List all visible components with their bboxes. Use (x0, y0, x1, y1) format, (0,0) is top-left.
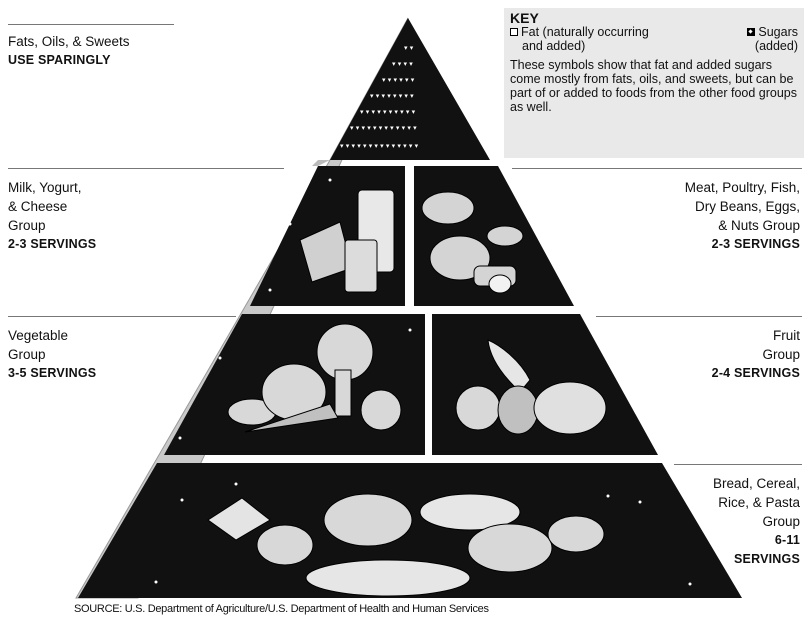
fats-servings: USE SPARINGLY (8, 53, 111, 67)
rule-fats (8, 24, 174, 25)
rule-milk (8, 168, 284, 169)
svg-text:▾ ▾ ▾ ▾ ▾ ▾ ▾ ▾: ▾ ▾ ▾ ▾ ▾ ▾ ▾ ▾ (370, 92, 414, 100)
svg-text:▾ ▾ ▾ ▾ ▾ ▾ ▾ ▾ ▾ ▾ ▾ ▾: ▾ ▾ ▾ ▾ ▾ ▾ ▾ ▾ ▾ ▾ ▾ ▾ (350, 124, 417, 132)
vegetable-servings: 3-5 SERVINGS (8, 366, 97, 380)
vegetable-line2: Group (8, 347, 46, 362)
label-fats: Fats, Oils, & Sweets USE SPARINGLY (8, 32, 130, 70)
milk-line2: & Cheese (8, 199, 68, 214)
fat-sugar-symbols: ▾ ▾ ▾ ▾ ▾ ▾ ▾ ▾ ▾ ▾ ▾ ▾ ▾ ▾ ▾ ▾ ▾ ▾ ▾ ▾ … (340, 44, 419, 150)
rule-fruit (596, 316, 802, 317)
key-fat-entry: Fat (naturally occurring and added) (510, 25, 649, 53)
label-vegetable: Vegetable Group 3-5 SERVINGS (8, 326, 96, 383)
bread-servings-count: 6-11 (774, 533, 800, 547)
bread-foods (207, 493, 605, 597)
tier-fruit (432, 314, 658, 455)
fruit-servings: 2-4 SERVINGS (711, 366, 800, 380)
fruit-line2: Group (762, 347, 800, 362)
milk-foods (299, 189, 395, 293)
key-fat-label: Fat (naturally occurring (521, 25, 649, 39)
svg-text:▾ ▾ ▾ ▾ ▾ ▾ ▾ ▾ ▾ ▾: ▾ ▾ ▾ ▾ ▾ ▾ ▾ ▾ ▾ ▾ (360, 108, 416, 116)
milk-line3: Group (8, 218, 46, 233)
svg-text:▾ ▾ ▾ ▾ ▾ ▾ ▾ ▾ ▾ ▾ ▾ ▾ ▾ ▾: ▾ ▾ ▾ ▾ ▾ ▾ ▾ ▾ ▾ ▾ ▾ ▾ ▾ ▾ (340, 142, 419, 150)
bread-servings-word: SERVINGS (734, 552, 800, 566)
source-credit: SOURCE: U.S. Department of Agriculture/U… (74, 603, 489, 615)
bread-dots (154, 482, 692, 586)
vegetable-dots (178, 328, 412, 440)
tier-fats (330, 18, 490, 160)
meat-foods (421, 191, 524, 294)
key-fat-label-2: and added) (522, 39, 586, 53)
bread-line1: Bread, Cereal, (712, 476, 800, 491)
label-milk: Milk, Yogurt, & Cheese Group 2-3 SERVING… (8, 178, 96, 254)
meat-servings: 2-3 SERVINGS (711, 237, 800, 251)
bread-line2: Rice, & Pasta (718, 495, 800, 510)
key-sugar-entry: Sugars (added) (747, 25, 798, 53)
key-description: These symbols show that fat and added su… (510, 58, 797, 114)
sugar-symbol-icon (747, 28, 756, 36)
rule-meat (512, 168, 802, 169)
meat-line2: Dry Beans, Eggs, (694, 199, 800, 214)
fruit-foods (455, 339, 607, 435)
fruit-line1: Fruit (773, 328, 800, 343)
milk-line1: Milk, Yogurt, (8, 180, 82, 195)
rule-bread (674, 464, 802, 465)
vegetable-foods (227, 323, 402, 433)
svg-text:▾ ▾ ▾ ▾: ▾ ▾ ▾ ▾ (392, 60, 413, 68)
meat-line3: & Nuts Group (718, 218, 800, 233)
rule-vegetable (8, 316, 236, 317)
key-symbol-row: Fat (naturally occurring and added) Suga… (510, 25, 798, 53)
svg-text:▾ ▾: ▾ ▾ (404, 44, 414, 52)
fats-title: Fats, Oils, & Sweets (8, 34, 130, 49)
meat-line1: Meat, Poultry, Fish, (684, 180, 800, 195)
key-title: KEY (510, 10, 539, 26)
fat-symbol-icon (510, 28, 518, 36)
vegetable-line1: Vegetable (8, 328, 69, 343)
bread-line3: Group (762, 514, 800, 529)
key-sugar-label: Sugars (758, 25, 798, 39)
label-bread: Bread, Cereal, Rice, & Pasta Group 6-11 … (713, 474, 800, 569)
label-meat: Meat, Poultry, Fish, Dry Beans, Eggs, & … (685, 178, 800, 254)
milk-servings: 2-3 SERVINGS (8, 237, 97, 251)
separator-band (312, 160, 330, 166)
key-sugar-label-2: (added) (754, 39, 798, 53)
milk-dots (268, 178, 332, 292)
svg-text:▾ ▾ ▾ ▾ ▾ ▾: ▾ ▾ ▾ ▾ ▾ ▾ (382, 76, 415, 84)
key-box: KEY Fat (naturally occurring and added) … (504, 8, 804, 158)
label-fruit: Fruit Group 2-4 SERVINGS (712, 326, 800, 383)
tier-bread (78, 463, 742, 598)
